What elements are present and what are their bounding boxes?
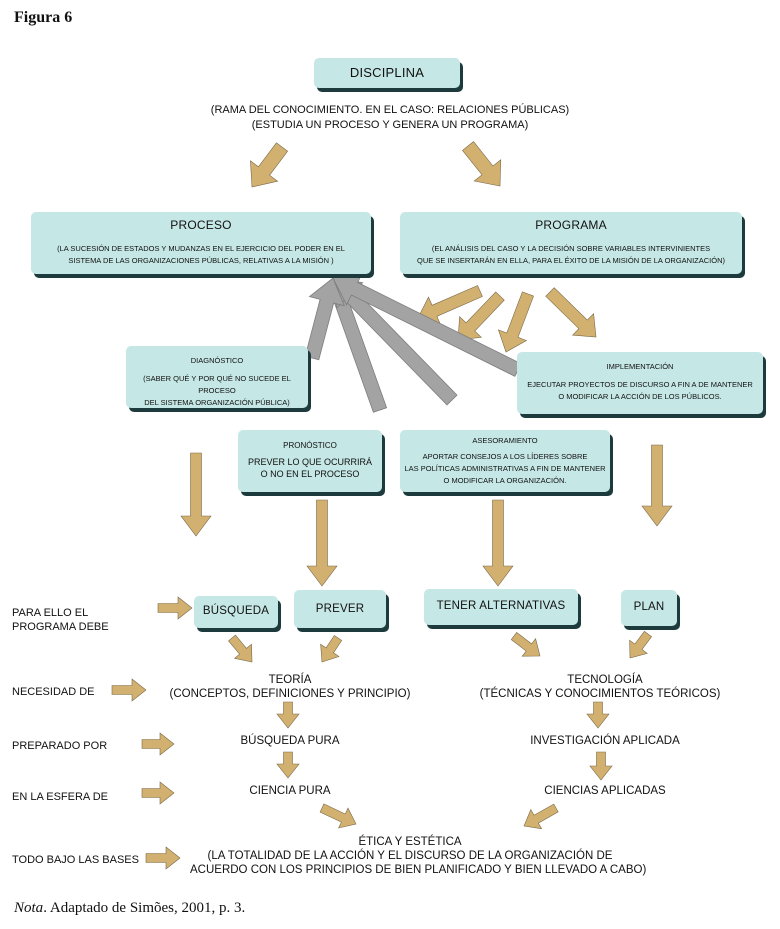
implementacion-box: IMPLEMENTACIÓN EJECUTAR PROYECTOS DE DIS… [517,352,763,414]
proceso-line1: (LA SUCESIÓN DE ESTADOS Y MUDANZAS EN EL… [57,244,345,253]
arrow-to-prever [306,499,338,587]
arrow-bases [145,846,181,870]
pronostico-title: PRONÓSTICO [283,441,337,450]
diagnostico-line2: DEL SISTEMA ORGANIZACIÓN PÚBLICA) [144,398,290,407]
left-label-preparado: PREPARADO POR [12,740,108,752]
busqueda-pura: BÚSQUEDA PURA [240,735,340,747]
arrow-cienciapura-etica [319,803,357,829]
tecnologia-title: TECNOLOGÍA [567,674,643,686]
etica-line2: ACUERDO CON LOS PRINCIPIOS DE BIEN PLANI… [190,864,647,876]
arrow-esfera [141,781,175,805]
arrow-plan-tecnologia [629,630,653,659]
left-label-bases: TODO BAJO LAS BASES [12,854,139,866]
left-label-esfera: EN LA ESFERA DE [12,791,108,803]
nota: Nota. Adaptado de Simões, 2001, p. 3. [14,900,245,917]
implementacion-line2: O MODIFICAR LA ACCIÓN DE LOS PÚBLICOS. [558,392,722,401]
tan-arrows [111,141,673,870]
prever-box: PREVER [294,590,386,628]
pronostico-line2: O NO EN EL PROCESO [260,469,360,479]
asesoramiento-line1: APORTAR CONSEJOS A LOS LÍDERES SOBRE [422,452,588,461]
arrow-prever-teoria [320,635,343,663]
asesoramiento-line3: O MODIFICAR LA ORGANIZACIÓN. [443,476,567,485]
programa-line1: (EL ANÁLISIS DEL CASO Y LA DECISIÓN SOBR… [431,244,711,253]
asesoramiento-line2: LAS POLÍTICAS ADMINISTRATIVAS A FIN DE M… [404,464,606,473]
diagnostico-title: DIAGNÓSTICO [190,356,244,365]
teoria-sub: (CONCEPTOS, DEFINICIONES Y PRINCIPIO) [169,688,411,700]
tecnologia-sub: (TÉCNICAS Y CONOCIMIENTOS TEÓRICOS) [479,688,721,700]
arrow-tecnologia-investigacion [586,701,610,729]
proceso-box: PROCESO (LA SUCESIÓN DE ESTADOS Y MUDANZ… [31,212,371,274]
proceso-title: PROCESO [170,218,232,232]
disciplina-line2: (ESTUDIA UN PROCESO Y GENERA UN PROGRAMA… [251,119,529,131]
plan-box: PLAN [621,590,677,626]
disciplina-line1: (RAMA DEL CONOCIMIENTO. EN EL CASO: RELA… [210,104,570,116]
proceso-line2: SISTEMA DE LAS ORGANIZACIONES PÚBLICAS, … [68,256,334,265]
nota-label: Nota [14,900,44,916]
arrow-preparado [141,732,175,756]
arrow-programa-ases [497,291,534,353]
asesoramiento-box: ASESORAMIENTO APORTAR CONSEJOS A LOS LÍD… [400,430,610,492]
investigacion-aplicada: INVESTIGACIÓN APLICADA [530,735,680,747]
ciencia-pura: CIENCIA PURA [249,785,331,797]
arrow-busquedapura-cienciapura [276,751,300,779]
implementacion-title: IMPLEMENTACIÓN [606,362,674,371]
left-label-para-ello-1: PARA ELLO EL [12,607,89,619]
programa-line2: QUE SE INSERTARÁN EN ELLA, PARA EL ÉXITO… [416,256,725,265]
disciplina-box: DISCIPLINA [314,58,460,88]
etica-line1: (LA TOTALIDAD DE LA ACCIÓN Y EL DISCURSO… [207,850,613,862]
arrow-para-ello [157,596,193,620]
nota-text: . Adaptado de Simões, 2001, p. 3. [43,900,246,916]
arrow-alternativas-tecnologia [510,631,541,657]
arrow-to-plan [641,444,673,527]
tener-alternativas-label: TENER ALTERNATIVAS [436,600,566,612]
diagnostico-line1: (SABER QUÉ Y POR QUÉ NO SUCEDE EL PROCES… [143,374,291,395]
arrow-to-alternativas [482,499,514,587]
figure-label: Figura 6 [14,9,73,26]
arrow-to-proceso [250,142,289,188]
programa-box: PROGRAMA (EL ANÁLISIS DEL CASO Y LA DECI… [400,212,742,274]
asesoramiento-title: ASESORAMIENTO [472,436,538,445]
arrow-investigacion-ciencias [589,751,613,781]
arrow-necesidad [111,678,147,702]
busqueda-box: BÚSQUEDA [194,596,278,628]
gray-arrows [304,272,522,413]
gray-arrow-implementacion [332,272,522,377]
etica-title: ÉTICA Y ESTÉTICA [358,836,462,848]
left-label-necesidad: NECESIDAD DE [12,686,95,698]
implementacion-line1: EJECUTAR PROYECTOS DE DISCURSO A FIN A D… [527,380,753,389]
arrow-ciencias-etica [523,803,559,830]
left-label-para-ello-2: PROGRAMA DEBE [12,621,109,633]
gray-arrow-diagnostico [304,277,345,361]
programa-title: PROGRAMA [535,218,607,232]
arrow-busqueda-teoria [228,634,253,663]
ciencias-aplicadas: CIENCIAS APLICADAS [544,785,666,797]
arrow-to-programa [462,141,502,187]
pronostico-line1: PREVER LO QUE OCURRIRÁ [247,457,373,467]
teoria-title: TEORÍA [268,674,312,686]
arrow-to-busqueda [180,452,212,537]
diagnostico-box: DIAGNÓSTICO (SABER QUÉ Y POR QUÉ NO SUCE… [126,346,308,408]
plan-label: PLAN [633,601,665,613]
tener-alternativas-box: TENER ALTERNATIVAS [424,589,578,625]
disciplina-title: DISCIPLINA [349,65,425,80]
prever-label: PREVER [315,603,365,615]
arrow-teoria-busquedapura [276,701,300,729]
arrow-programa-impl [545,287,597,338]
busqueda-label: BÚSQUEDA [202,605,270,617]
pronostico-box: PRONÓSTICO PREVER LO QUE OCURRIRÁ O NO E… [238,430,382,492]
